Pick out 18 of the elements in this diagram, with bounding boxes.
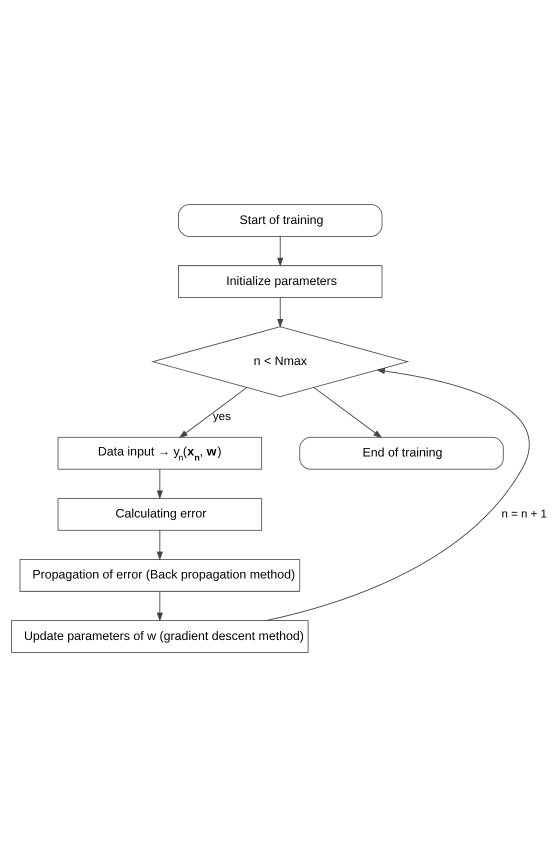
arrow [178,386,248,438]
node-box: Start of training [178,204,382,236]
arrow [277,236,284,266]
edge-label: yes [212,410,231,422]
node-box: Update parameters of w (gradient descent method) [11,620,309,652]
arrow [314,386,382,438]
node-box: Calculating error [58,497,262,530]
node-box: Data input → y$_{n}$(x$_{n}$, w) [58,436,262,470]
node-box: End of training [299,436,504,470]
node-box: Propagation of error (Back propagation method) [20,558,300,592]
arrow [156,468,163,499]
node-box: Initialize parameters [178,264,382,298]
edge-label: n = n + 1 [502,508,547,520]
arrow [277,296,284,328]
arrow [156,530,163,560]
arrow [156,590,163,622]
arrow [266,368,530,621]
node-diamond: n < Nmax [151,326,410,397]
